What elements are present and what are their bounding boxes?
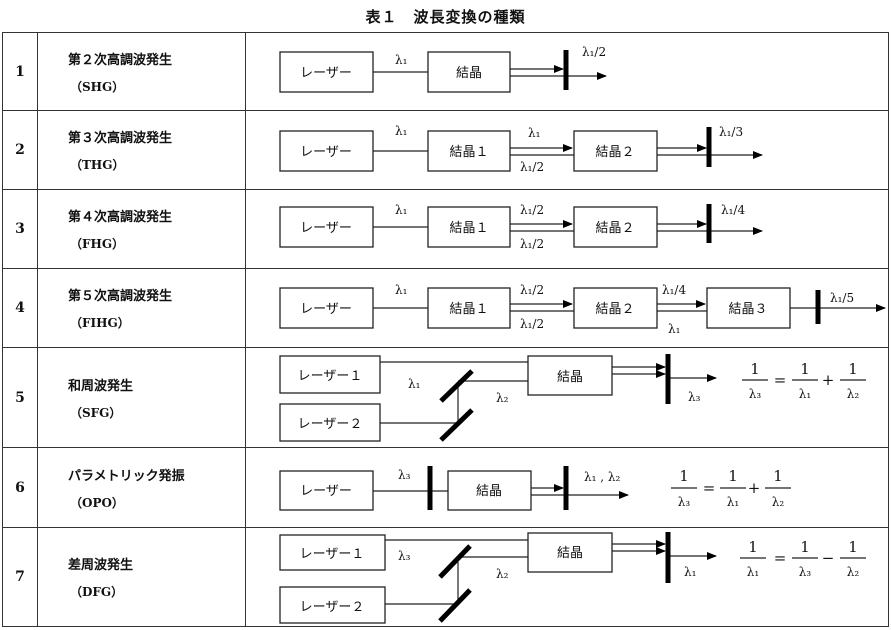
process-name: 第２次高調波発生 [68,52,173,68]
row-number: 5 [2,347,38,448]
wavelength-conversion-table: 1 第２次高調波発生 （SHG） 2 第３次高調波発生 （THG） 3 第４次高調波… [2,32,889,627]
row-number: 3 [2,189,38,269]
row-number: 1 [2,32,38,111]
process-name: 和周波発生 [68,378,134,394]
row-name-cell: 和周波発生 （SFG） [37,347,246,448]
diagram-cell [245,527,889,627]
diagram-cell [245,447,889,528]
process-abbr: （FHG） [70,237,125,251]
row-name-cell: 差周波発生 （DFG） [37,527,246,627]
process-abbr: （DFG） [70,585,124,599]
table-row: 6 パラメトリック発振 （OPO） [2,447,889,528]
process-name: 差周波発生 [68,558,134,573]
process-abbr: （SHG） [70,79,125,94]
process-name: 第４次高調波発生 [68,210,173,225]
row-name-cell: 第４次高調波発生 （FHG） [37,189,246,269]
row-name-cell: 第２次高調波発生 （SHG） [37,32,246,111]
process-name: 第３次高調波発生 [68,131,173,146]
process-abbr: （FIHG） [70,316,130,330]
diagram-cell [245,268,889,348]
process-name: パラメトリック発振 [68,468,185,484]
row-number: 2 [2,110,38,190]
row-name-cell: 第３次高調波発生 （THG） [37,110,246,190]
process-abbr: （OPO） [70,495,124,510]
diagram-cell [245,32,889,111]
diagram-cell [245,189,889,269]
diagram-cell [245,347,889,448]
table-row: 3 第４次高調波発生 （FHG） [2,189,889,269]
process-abbr: （SFG） [70,405,122,420]
row-name-cell: 第５次高調波発生 （FIHG） [37,268,246,348]
table-row: 2 第３次高調波発生 （THG） [2,110,889,190]
table-row: 4 第５次高調波発生 （FIHG） [2,268,889,348]
diagram-cell [245,110,889,190]
table-row: 7 差周波発生 （DFG） [2,527,889,627]
row-number: 7 [2,527,38,627]
table-row: 1 第２次高調波発生 （SHG） [2,32,889,111]
row-number: 4 [2,268,38,348]
table-row: 5 和周波発生 （SFG） [2,347,889,448]
process-name: 第５次高調波発生 [68,289,173,304]
row-name-cell: パラメトリック発振 （OPO） [37,447,246,528]
table-title: 表１ 波長変換の種類 [365,8,526,26]
process-abbr: （THG） [70,158,125,172]
row-number: 6 [2,447,38,528]
